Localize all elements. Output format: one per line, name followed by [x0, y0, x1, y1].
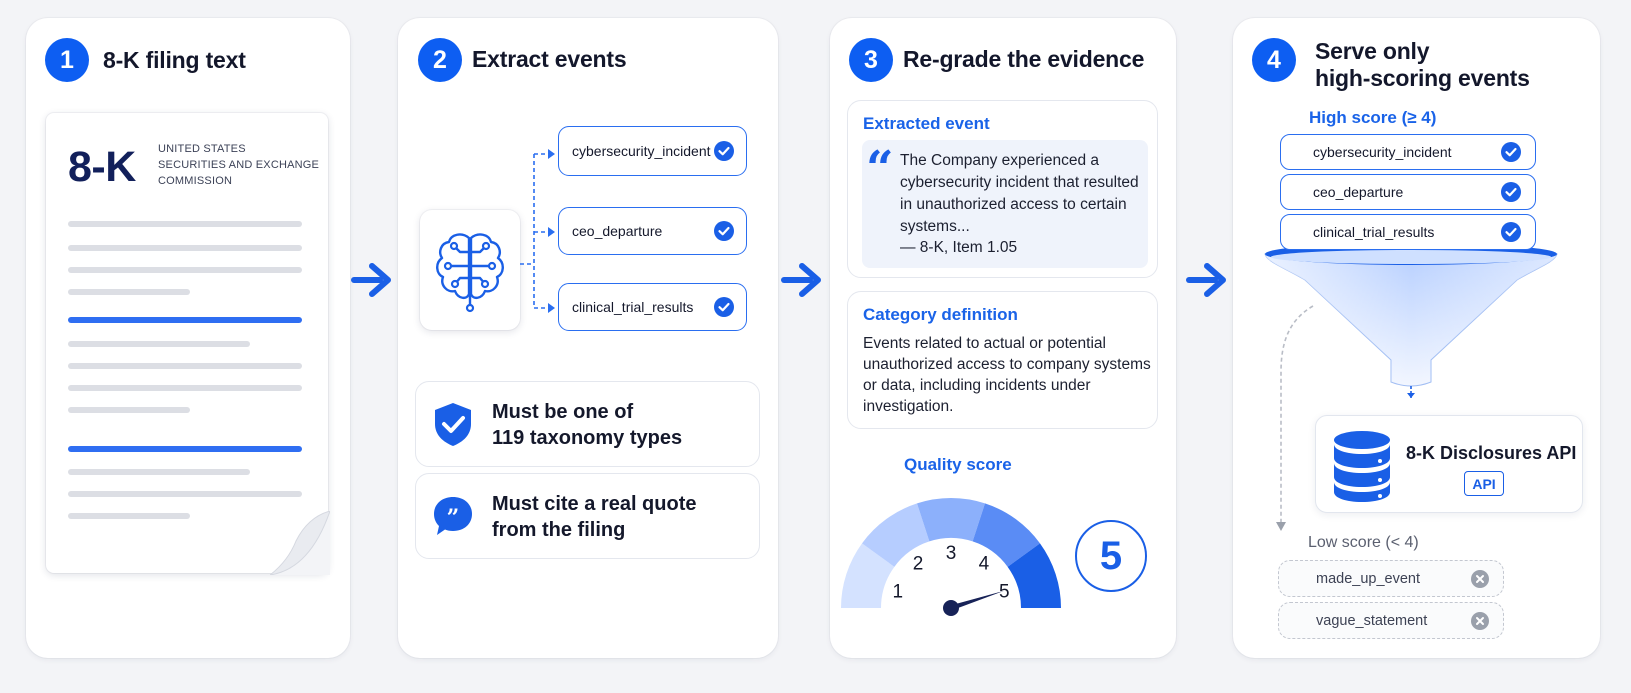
text-line — [68, 491, 302, 497]
sec-header: UNITED STATES SECURITIES AND EXCHANGE CO… — [158, 143, 320, 187]
database-icon — [1334, 431, 1390, 502]
text-line — [68, 407, 190, 413]
quote-rule-card: ” Must cite a real quote from the filing — [415, 473, 760, 559]
check-icon — [1501, 142, 1521, 162]
text-line — [68, 245, 302, 251]
gauge-tick-label: 1 — [892, 582, 903, 603]
step-4-badge: 4 — [1252, 38, 1296, 82]
event-chip: clinical_trial_results — [558, 283, 747, 331]
brain-icon — [436, 233, 504, 313]
quote-rule-text: Must cite a real quote from the filing — [492, 493, 697, 541]
score-circle: 5 — [1075, 520, 1147, 592]
category-definition-text: Events related to actual or potential un… — [863, 335, 1151, 415]
reject-x-icon — [1471, 570, 1489, 588]
arrow-right-icon — [781, 263, 821, 297]
high-score-chip: clinical_trial_results — [1280, 214, 1536, 250]
event-chip: ceo_departure — [558, 207, 747, 255]
check-icon — [714, 141, 734, 161]
svg-text:”: ” — [447, 505, 460, 531]
api-title: 8-K Disclosures API — [1406, 443, 1577, 463]
low-score-chip: made_up_event — [1278, 560, 1504, 597]
low-score-path — [1276, 305, 1314, 531]
step-3-panel: 3 Re-grade the evidence Extracted event … — [830, 18, 1176, 658]
check-icon — [1501, 222, 1521, 242]
text-line — [68, 513, 190, 519]
step-3-badge: 3 — [849, 38, 893, 82]
extracted-event-heading: Extracted event — [863, 114, 990, 133]
step-1-panel: 1 8-K filing text 8-K UNITED STATES SECU… — [26, 18, 350, 658]
gauge-segment — [1007, 543, 1061, 608]
arrow-right-icon — [1186, 263, 1226, 297]
model-box — [420, 210, 520, 330]
gauge-segment — [862, 503, 930, 567]
quality-score-label: Quality score — [904, 455, 1012, 474]
low-score-chip: vague_statement — [1278, 602, 1504, 639]
gauge-segment — [972, 503, 1040, 567]
text-line — [68, 267, 302, 273]
step-2-title: Extract events — [472, 46, 627, 72]
gauge-segment — [841, 543, 895, 608]
text-line — [68, 341, 250, 347]
event-chip: cybersecurity_incident — [558, 126, 747, 176]
quote-mark-icon: “ — [866, 141, 894, 197]
shield-check-icon — [435, 403, 471, 446]
step-3-title: Re-grade the evidence — [903, 46, 1145, 72]
filing-document: 8-K UNITED STATES SECURITIES AND EXCHANG… — [46, 113, 330, 575]
text-line — [68, 363, 302, 369]
step-2-badge: 2 — [418, 38, 462, 82]
quote-text: The Company experienced a cybersecurity … — [900, 152, 1139, 235]
gauge-tick-label: 4 — [979, 554, 990, 575]
check-icon — [714, 221, 734, 241]
gauge-tick-label: 2 — [913, 554, 924, 575]
api-badge: API — [1464, 471, 1504, 496]
extracted-event-card: Extracted event “ The Company experience… — [847, 100, 1158, 278]
gauge-hub — [943, 600, 959, 616]
step-2-panel: 2 Extract events — [398, 18, 778, 658]
step-1-badge: 1 — [45, 38, 89, 82]
check-icon — [1501, 182, 1521, 202]
category-definition-heading: Category definition — [863, 305, 1018, 324]
check-icon — [714, 297, 734, 317]
high-score-chip: cybersecurity_incident — [1280, 134, 1536, 170]
quote-box: “ The Company experienced a cybersecurit… — [862, 140, 1148, 268]
highlighted-line — [68, 317, 302, 323]
page-curl — [270, 511, 330, 575]
high-score-chip: ceo_departure — [1280, 174, 1536, 210]
category-definition-card: Category definition Events related to ac… — [847, 291, 1158, 429]
text-line — [68, 289, 190, 295]
low-score-label: Low score (< 4) — [1308, 534, 1419, 551]
taxonomy-rule-text: Must be one of 119 taxonomy types — [492, 401, 683, 449]
filter-funnel — [1264, 243, 1558, 398]
quality-gauge: 12 3 45 — [841, 498, 1061, 616]
step-1-title: 8-K filing text — [103, 47, 246, 73]
step-4-title: Serve only high-scoring events — [1315, 38, 1530, 91]
gauge-tick-label: 5 — [999, 582, 1010, 603]
step-4-panel: 4 Serve only high-scoring events High sc… — [1233, 18, 1600, 658]
highlighted-line — [68, 446, 302, 452]
arrow-right-icon — [351, 263, 391, 297]
taxonomy-rule-card: Must be one of 119 taxonomy types — [415, 381, 760, 467]
text-line — [68, 385, 302, 391]
text-line — [68, 221, 302, 227]
quote-source: — 8-K, Item 1.05 — [900, 239, 1018, 256]
quote-bubble-icon: ” — [434, 497, 472, 535]
form-label: 8-K — [68, 143, 136, 191]
api-card: 8-K Disclosures API API — [1315, 415, 1583, 513]
high-score-label: High score (≥ 4) — [1309, 108, 1437, 127]
gauge-segment — [917, 498, 985, 542]
reject-x-icon — [1471, 612, 1489, 630]
gauge-tick-label: 3 — [946, 543, 957, 564]
text-line — [68, 469, 250, 475]
